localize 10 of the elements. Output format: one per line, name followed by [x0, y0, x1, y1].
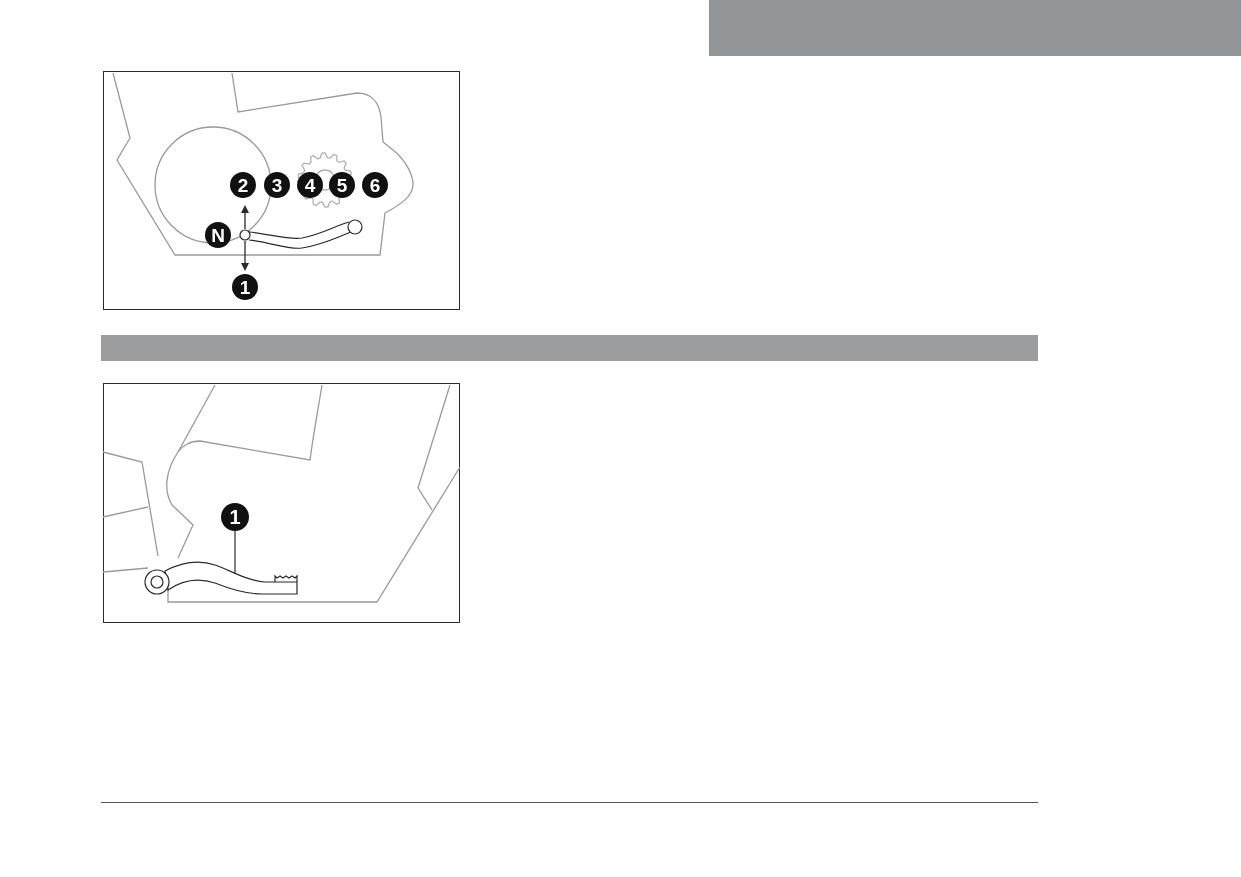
callout-number: 3	[264, 172, 290, 198]
callout-number: 1	[221, 503, 249, 531]
callout-number: 5	[329, 172, 355, 198]
callout-number: 6	[362, 172, 388, 198]
callout-number: N	[205, 222, 231, 248]
section-bar	[101, 335, 1038, 361]
header-bar	[709, 0, 1241, 56]
callout-number: 4	[297, 172, 323, 198]
callout-number: 2	[230, 172, 256, 198]
callout-number: 1	[232, 274, 258, 300]
